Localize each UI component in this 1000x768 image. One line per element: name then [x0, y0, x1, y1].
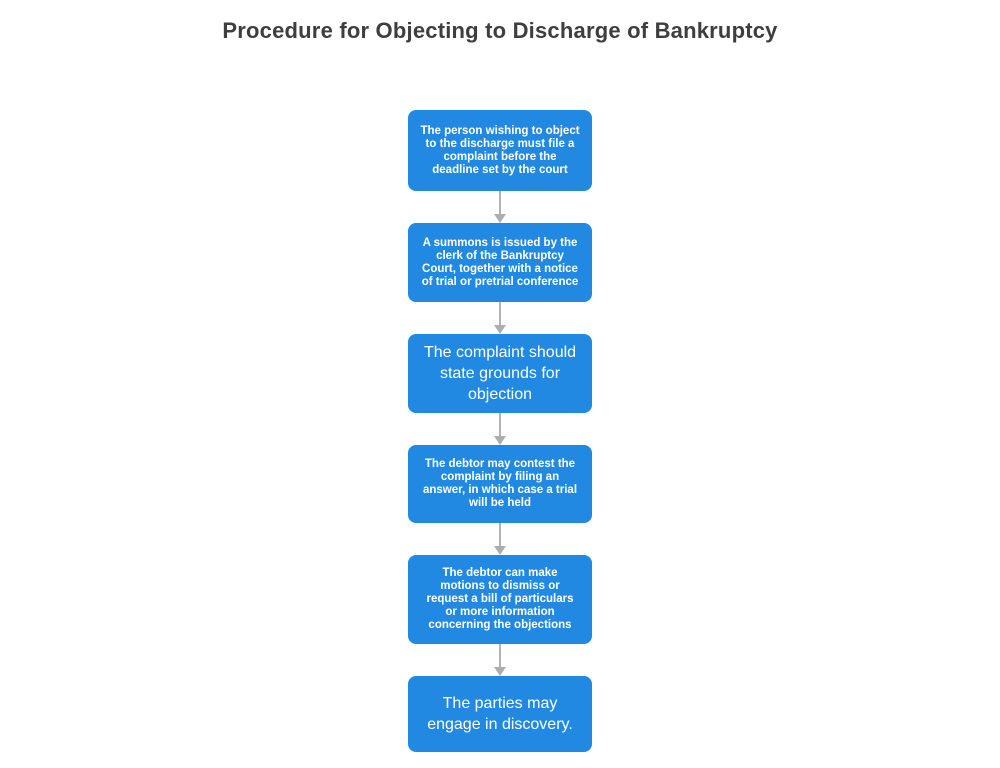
flow-node-label: The debtor may contest the complaint by …	[422, 458, 578, 509]
flow-arrow-down-icon	[493, 523, 507, 555]
flow-node-file-complaint: The person wishing to object to the disc…	[408, 110, 592, 191]
flow-node-debtor-motions: The debtor can make motions to dismiss o…	[408, 555, 592, 644]
flow-arrow-down-icon	[493, 644, 507, 676]
flow-arrow-down-icon	[493, 413, 507, 445]
flow-node-label: The person wishing to object to the disc…	[420, 124, 580, 176]
flow-arrow-down-icon	[493, 302, 507, 334]
flow-node-label: The parties may engage in discovery.	[427, 695, 573, 733]
flow-arrow-down-icon	[493, 191, 507, 223]
page-title: Procedure for Objecting to Discharge of …	[222, 18, 778, 43]
flow-node-label: A summons is issued by the clerk of the …	[421, 236, 579, 288]
flow-node-label: The complaint should state grounds for o…	[423, 344, 577, 403]
flow-node-discovery: The parties may engage in discovery.	[408, 676, 592, 752]
flow-node-label: The debtor can make motions to dismiss o…	[426, 567, 574, 631]
flowchart: The person wishing to object to the disc…	[408, 110, 592, 752]
flow-node-state-grounds: The complaint should state grounds for o…	[408, 334, 592, 413]
flow-node-summons-issued: A summons is issued by the clerk of the …	[408, 223, 592, 302]
flow-node-debtor-contest: The debtor may contest the complaint by …	[408, 445, 592, 523]
